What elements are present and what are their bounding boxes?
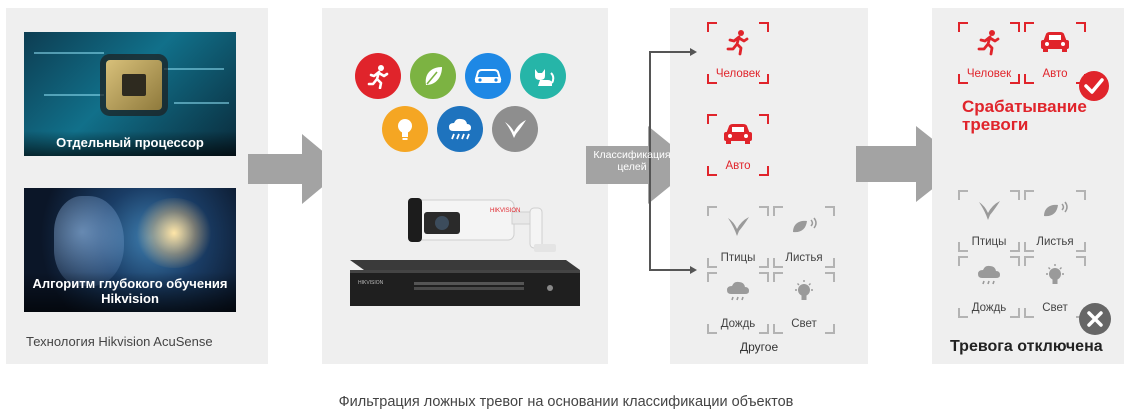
other-group-label: Другое xyxy=(740,340,779,354)
acusense-technology-panel: Отдельный процессор Алгоритм глубокого о… xyxy=(6,8,268,364)
brain-glow-icon xyxy=(134,198,214,268)
result-tile-light-label: Свет xyxy=(1042,302,1068,314)
leaf-icon xyxy=(793,217,817,233)
bird-icon xyxy=(492,106,538,152)
result-tile-light: Свет xyxy=(1024,256,1086,318)
flow-arrow-1 xyxy=(248,134,344,204)
leaf-icon xyxy=(410,53,456,99)
rain-cloud-icon xyxy=(978,265,1000,285)
bird-icon xyxy=(979,201,1000,220)
svg-text:HIKVISION: HIKVISION xyxy=(358,280,384,286)
result-tile-birds: Птицы xyxy=(958,190,1020,252)
tile-light: Свет xyxy=(773,272,835,334)
branch-line-top xyxy=(649,51,691,53)
tile-car: Авто xyxy=(707,114,769,176)
ai-face-icon xyxy=(54,196,124,286)
light-bulb-icon xyxy=(1046,264,1064,284)
tile-car-label: Авто xyxy=(725,160,751,172)
tile-person-label: Человек xyxy=(715,68,761,80)
result-tile-rain-label: Дождь xyxy=(971,302,1007,314)
nvr-recorder-icon: HIKVISION xyxy=(350,260,580,306)
diagram-caption: Фильтрация ложных тревог на основании кл… xyxy=(338,394,794,410)
branch-arrowhead-bottom xyxy=(690,266,697,274)
cat-icon xyxy=(520,53,566,99)
tile-rain-label: Дождь xyxy=(720,318,756,330)
classified-targets-panel xyxy=(670,8,868,364)
tile-light-label: Свет xyxy=(791,318,817,330)
classification-label-line1: Классификация xyxy=(593,149,671,161)
branch-line-bottom xyxy=(649,269,691,271)
rain-cloud-icon xyxy=(727,281,749,301)
cpu-chip-icon xyxy=(106,60,162,110)
deep-learning-caption-line2: Hikvision xyxy=(101,291,159,306)
bullet-camera-icon: HIKVISION xyxy=(408,198,556,252)
car-icon xyxy=(724,124,752,144)
classification-label-line2: целей xyxy=(617,161,647,173)
result-tile-person: Человек xyxy=(958,22,1020,84)
result-tile-birds-label: Птицы xyxy=(971,236,1007,248)
result-tile-person-label: Человек xyxy=(966,68,1012,80)
close-icon xyxy=(1079,303,1111,335)
check-icon xyxy=(1079,71,1109,101)
branch-line xyxy=(649,51,651,271)
bird-icon xyxy=(728,217,749,236)
light-bulb-icon xyxy=(382,106,428,152)
svg-text:HIKVISION: HIKVISION xyxy=(490,208,520,214)
classification-label: Классификация целей xyxy=(588,149,676,173)
car-icon xyxy=(1041,32,1069,52)
rain-cloud-icon xyxy=(437,106,483,152)
leaf-icon xyxy=(1044,201,1068,217)
deep-learning-photo: Алгоритм глубокого обучения Hikvision xyxy=(24,188,236,312)
result-tile-car: Авто xyxy=(1024,22,1086,84)
light-bulb-icon xyxy=(795,280,813,300)
tile-leaves-label: Листья xyxy=(785,252,823,264)
alarm-disabled-text: Тревога отключена xyxy=(950,338,1103,355)
tile-person: Человек xyxy=(707,22,769,84)
running-person-icon xyxy=(977,30,1000,56)
running-person-icon xyxy=(355,53,401,99)
result-tile-car-label: Авто xyxy=(1042,68,1068,80)
tile-rain: Дождь xyxy=(707,272,769,334)
result-tile-leaves-label: Листья xyxy=(1036,236,1074,248)
tile-birds-label: Птицы xyxy=(720,252,756,264)
car-icon xyxy=(465,53,511,99)
processor-photo: Отдельный процессор xyxy=(24,32,236,156)
flow-arrow-2 xyxy=(586,126,696,204)
tile-leaves: Листья xyxy=(773,206,835,268)
branch-arrowhead-top xyxy=(690,48,697,56)
processor-caption: Отдельный процессор xyxy=(24,131,236,156)
alarm-triggered-line1: Срабатывание xyxy=(962,97,1087,116)
tile-birds: Птицы xyxy=(707,206,769,268)
alarm-triggered-text: Срабатывание тревоги xyxy=(962,98,1087,134)
result-tile-rain: Дождь xyxy=(958,256,1020,318)
running-person-icon xyxy=(726,30,749,56)
technology-caption: Технология Hikvision AcuSense xyxy=(26,334,213,349)
result-tile-leaves: Листья xyxy=(1024,190,1086,252)
deep-learning-caption-line1: Алгоритм глубокого обучения xyxy=(32,276,228,291)
deep-learning-caption: Алгоритм глубокого обучения Hikvision xyxy=(24,272,236,312)
alarm-triggered-line2: тревоги xyxy=(962,115,1029,134)
